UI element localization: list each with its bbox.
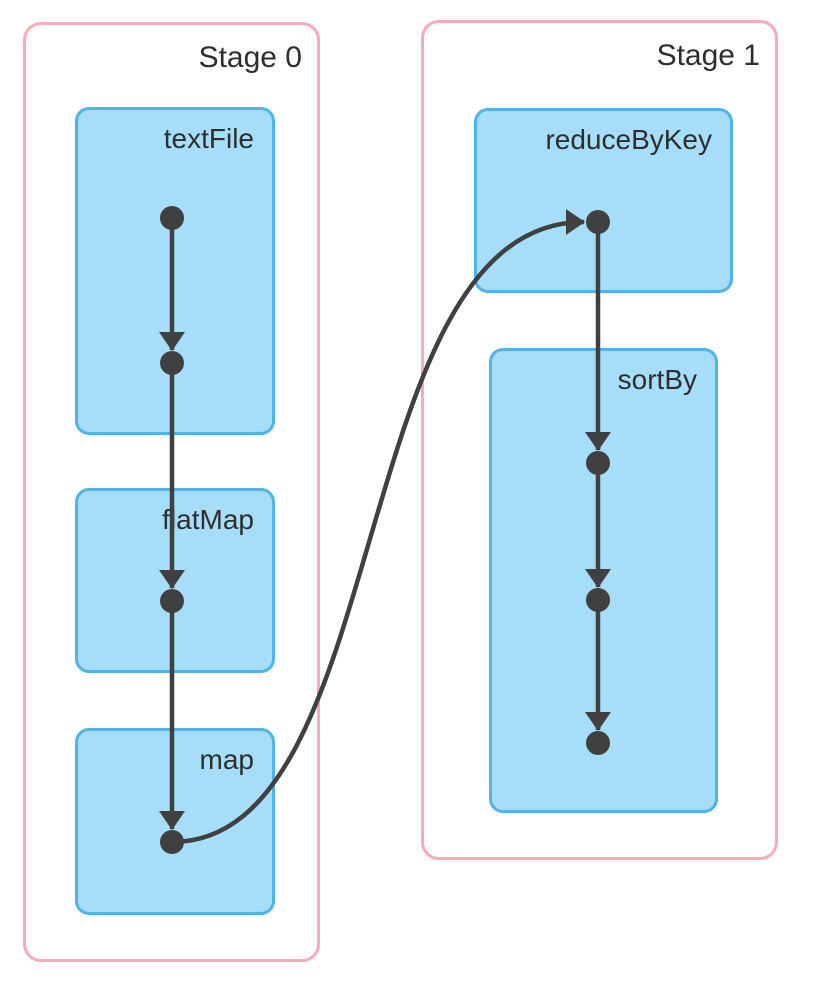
stage-0-box[interactable]: Stage 0 textFile flatMap map	[23, 22, 320, 962]
stage-1-box[interactable]: Stage 1 reduceByKey sortBy	[421, 20, 778, 860]
operation-label-sortby: sortBy	[617, 364, 697, 395]
operation-box-textfile: textFile	[75, 107, 275, 435]
operation-box-map: map	[75, 728, 275, 915]
operation-box-reducebykey: reduceByKey	[474, 108, 733, 293]
operation-label-reducebykey: reduceByKey	[545, 124, 712, 155]
stage-0-label: Stage 0	[198, 41, 302, 74]
operation-box-sortby: sortBy	[489, 348, 718, 813]
operation-label-textfile: textFile	[163, 123, 254, 154]
operation-label-flatmap: flatMap	[162, 504, 254, 535]
operation-label-map: map	[199, 744, 254, 775]
stage-1-label: Stage 1	[656, 39, 760, 72]
operation-box-flatmap: flatMap	[75, 488, 275, 673]
